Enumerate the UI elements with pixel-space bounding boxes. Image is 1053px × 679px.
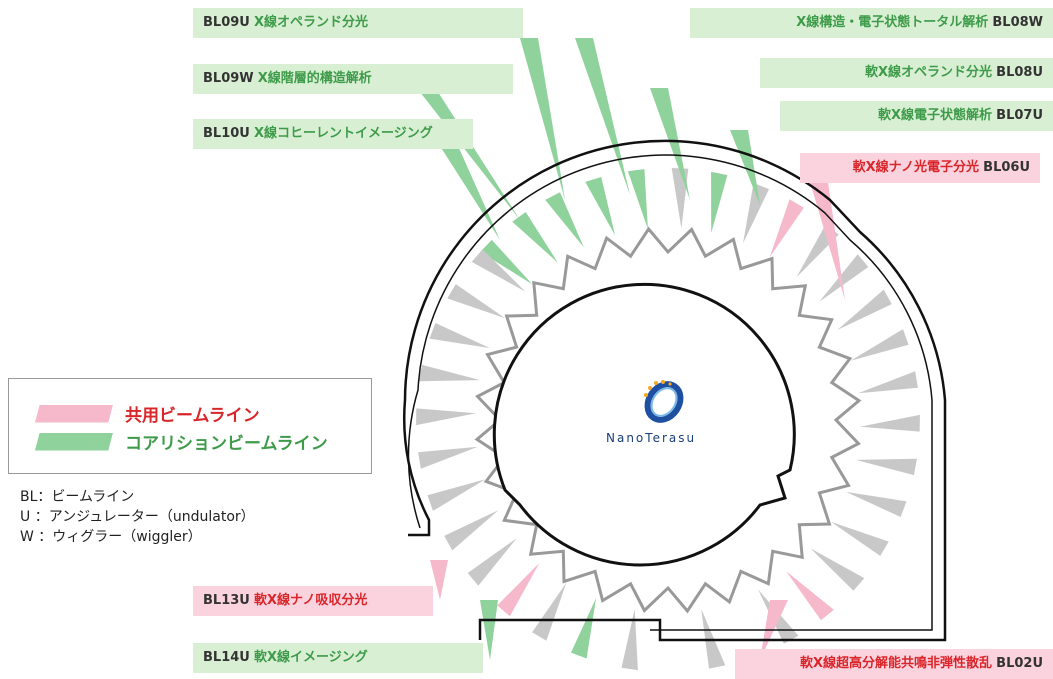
leader-wedge-coalition xyxy=(440,146,500,240)
beamline-fan-empty xyxy=(471,249,526,292)
leader-wedge-coalition xyxy=(575,38,630,195)
beamline-label-bl09u: BL09U X線オペランド分光 xyxy=(193,8,523,38)
beamline-label-bl10u: BL10U X線コヒーレントイメージング xyxy=(193,119,473,149)
beamline-code: BL09U xyxy=(203,15,250,30)
beamline-fan-coalition xyxy=(571,598,597,659)
beamline-fan-empty xyxy=(855,458,917,476)
beamline-name: X線コヒーレントイメージング xyxy=(253,126,433,141)
beamline-fan-coalition xyxy=(585,177,616,236)
beamline-code: BL10U xyxy=(203,126,250,141)
beamline-fan-empty xyxy=(858,371,918,394)
beamline-label-bl08u: 軟X線オペランド分光 BL08U xyxy=(760,58,1053,88)
leader-wedge-shared xyxy=(810,182,845,300)
beamline-fan-coalition xyxy=(512,212,558,263)
beamline-name: 軟X線ナノ吸収分光 xyxy=(253,593,368,608)
beamline-code: BL13U xyxy=(203,593,250,608)
legend-swatch-shared xyxy=(35,404,113,423)
beamline-fan-empty xyxy=(810,548,865,591)
beamline-label-bl09w: BL09W X線階層的構造解析 xyxy=(193,64,513,94)
abbreviation-notes: BL：ビームライン U ：アンジュレーター（undulator） W ：ウィグラ… xyxy=(20,487,255,547)
beamline-code: BL06U xyxy=(983,160,1030,175)
beamline-label-bl07u: 軟X線電子状態解析 BL07U xyxy=(780,101,1053,131)
beamline-fan-empty xyxy=(444,510,499,551)
legend-swatch-coalition xyxy=(35,432,113,451)
beamline-fan-empty xyxy=(467,538,517,586)
beamline-name: 軟X線ナノ光電子分光 xyxy=(852,160,980,175)
beamline-fan-empty xyxy=(621,609,638,671)
abbr-bl: BL：ビームライン xyxy=(20,489,135,505)
beamline-fan-empty xyxy=(671,168,689,229)
abbr-u: U ：アンジュレーター（undulator） xyxy=(20,509,255,525)
beamline-code: BL14U xyxy=(203,650,250,665)
beamline-name: 軟X線オペランド分光 xyxy=(864,65,993,80)
beamline-label-bl08w: X線構造・電子状態トータル解析 BL08W xyxy=(690,8,1053,38)
beamline-name: X線オペランド分光 xyxy=(253,15,369,30)
beamline-fan-empty xyxy=(859,414,920,432)
legend-coalition: コアリションビームライン xyxy=(35,429,328,454)
beamline-fan-empty xyxy=(850,329,909,361)
beamline-name: X線構造・電子状態トータル解析 xyxy=(796,15,989,30)
beamline-label-bl13u: BL13U 軟X線ナノ吸収分光 xyxy=(193,586,433,616)
beamline-label-bl06u: 軟X線ナノ光電子分光 BL06U xyxy=(800,153,1040,183)
leader-wedge-shared xyxy=(430,560,448,600)
leader-wedge-coalition xyxy=(520,38,565,200)
nanoterasu-logo-icon xyxy=(644,380,684,423)
beamline-name: 軟X線電子状態解析 xyxy=(877,108,993,123)
beamline-fan-shared xyxy=(786,571,834,621)
beamline-name: 軟X線イメージング xyxy=(253,650,368,665)
beamline-fan-coalition xyxy=(480,239,533,285)
legend-shared: 共用ビームライン xyxy=(35,401,260,426)
beamline-label-bl14u: BL14U 軟X線イメージング xyxy=(193,643,483,673)
legend-label-shared: 共用ビームライン xyxy=(125,406,260,426)
beamline-fan-empty xyxy=(416,408,477,426)
abbr-w: W ：ウィグラー（wiggler） xyxy=(20,529,202,545)
beamline-label-bl02u: 軟X線超高分解能共鳴非弾性散乱 BL02U xyxy=(735,649,1053,679)
beamline-fan-empty xyxy=(743,183,769,244)
legend-label-coalition: コアリションビームライン xyxy=(125,434,328,454)
beamline-fan-coalition xyxy=(711,171,728,233)
logo-text: NanoTerasu xyxy=(606,431,697,445)
beamline-fan-empty xyxy=(819,254,869,302)
beamline-code: BL08U xyxy=(996,65,1043,80)
beamline-fan-coalition xyxy=(627,169,648,230)
beamline-code: BL07U xyxy=(996,108,1043,123)
beamline-code: BL02U xyxy=(996,656,1043,671)
beamline-fan-empty xyxy=(846,491,907,517)
beamline-name: X線階層的構造解析 xyxy=(257,71,372,86)
beamline-fan-empty xyxy=(419,364,481,382)
beamline-code: BL09W xyxy=(203,71,254,86)
beamline-fan-empty xyxy=(532,582,567,641)
leader-wedge-coalition xyxy=(480,600,498,660)
leader-wedge-coalition xyxy=(650,88,690,200)
leader-wedge-coalition xyxy=(420,92,520,220)
beamline-fan-coalition xyxy=(545,192,584,248)
beamline-fan-empty xyxy=(418,446,478,469)
beamline-name: 軟X線超高分解能共鳴非弾性散乱 xyxy=(799,656,993,671)
beamline-fan-empty xyxy=(830,521,889,556)
legend-box: 共用ビームライン コアリションビームライン xyxy=(8,378,372,474)
inner-hall-wall xyxy=(407,154,933,631)
beamline-fan-empty xyxy=(837,289,892,330)
booster-ring xyxy=(492,282,796,567)
beamline-fan-empty xyxy=(429,323,490,349)
beamline-fan-shared xyxy=(497,562,540,617)
beamline-fan-shared xyxy=(769,199,804,258)
beamline-code: BL08W xyxy=(992,15,1043,30)
beamline-fan-empty xyxy=(447,284,506,319)
outer-hall-wall xyxy=(403,139,947,642)
beamline-fan-empty xyxy=(427,479,486,511)
